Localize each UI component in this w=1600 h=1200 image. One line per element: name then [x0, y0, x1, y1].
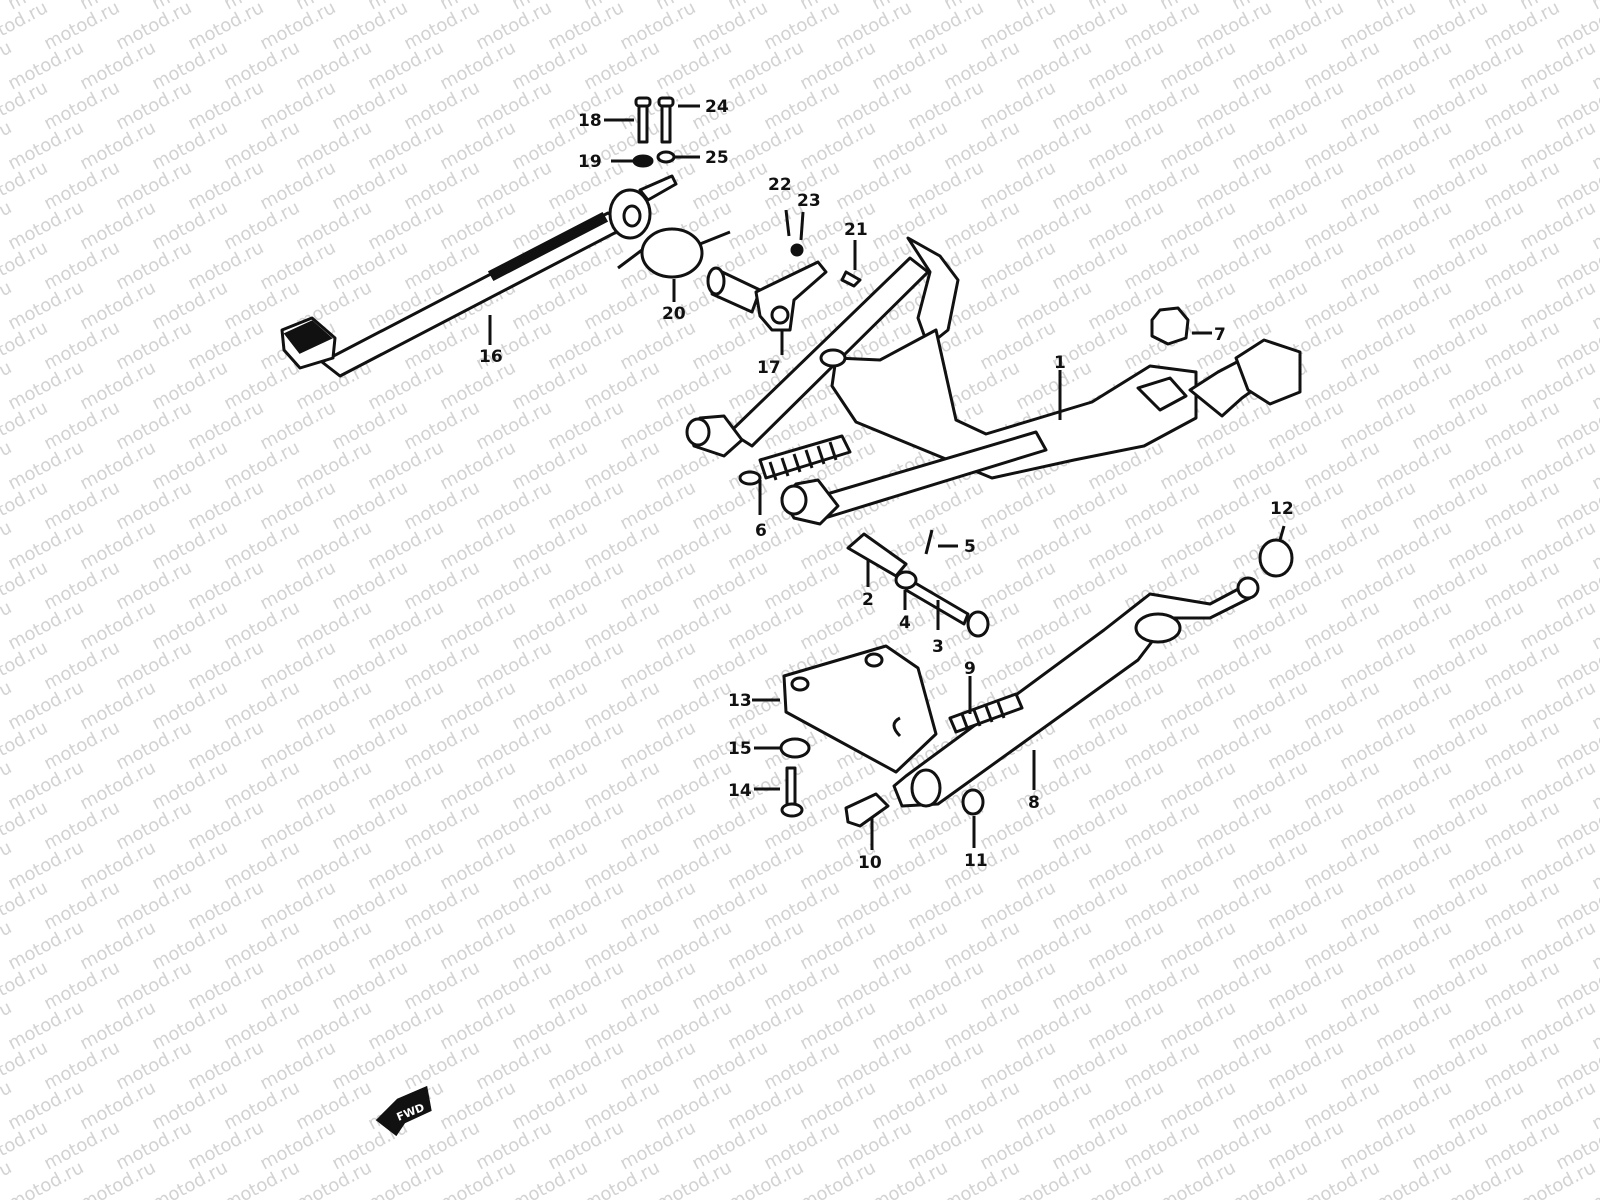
part-4-washer: [894, 570, 918, 590]
part-2-collar: [846, 532, 908, 578]
watermark-text: motod.ru: [1588, 0, 1600, 14]
part-1-center-stand: [685, 236, 1302, 526]
callout-5: 5: [964, 537, 976, 557]
callout-20: 20: [662, 304, 686, 324]
callout-8: 8: [1028, 793, 1040, 813]
callout-18: 18: [578, 111, 602, 131]
callout-2: 2: [862, 590, 874, 610]
part-20-return-spring: [617, 227, 731, 279]
callout-numbers: 1 2 3 4 5 6 7 8 9 10 11 12 13 14 15 16 1…: [479, 97, 1294, 873]
callout-14: 14: [728, 781, 752, 801]
callout-4: 4: [899, 613, 911, 633]
callout-13: 13: [728, 691, 752, 711]
callout-12: 12: [1270, 499, 1294, 519]
part-17-lever-shaft: [706, 260, 828, 332]
part-11-nut: [961, 788, 985, 816]
part-13-bracket: [782, 644, 938, 774]
part-12-cushion: [1258, 538, 1294, 578]
part-18-bolt: [634, 96, 652, 144]
callout-6: 6: [755, 521, 767, 541]
part-8-side-stand: [892, 576, 1260, 808]
callout-25: 25: [705, 148, 729, 168]
part-10-bolt: [844, 792, 890, 828]
callout-24: 24: [705, 97, 729, 117]
part-7-stopper-cap: [1150, 306, 1190, 346]
callout-19: 19: [578, 152, 602, 172]
callout-16: 16: [479, 347, 503, 367]
callout-15: 15: [728, 739, 752, 759]
part-22-23-pin-and-clip: [784, 209, 804, 257]
callout-7: 7: [1214, 325, 1226, 345]
leader-lines: [488, 104, 1286, 850]
part-14-bolt: [780, 766, 804, 818]
callout-22: 22: [768, 175, 792, 195]
part-25-washer: [656, 150, 676, 164]
callout-9: 9: [964, 659, 976, 679]
callout-21: 21: [844, 220, 868, 240]
callout-3: 3: [932, 637, 944, 657]
part-24-bolt: [657, 96, 675, 144]
part-15-washer: [779, 737, 811, 759]
callout-23: 23: [797, 191, 821, 211]
part-19-washer: [632, 154, 654, 168]
part-5-cotter-pin: [924, 529, 934, 555]
callout-11: 11: [964, 851, 988, 871]
callout-1: 1: [1054, 353, 1066, 373]
part-21-pin: [840, 270, 862, 288]
part-6-stand-spring: [738, 434, 852, 486]
part-16-brake-pedal: [280, 174, 678, 378]
callout-17: 17: [757, 358, 781, 378]
callout-10: 10: [858, 853, 882, 873]
part-9-side-stand-spring: [948, 692, 1024, 734]
